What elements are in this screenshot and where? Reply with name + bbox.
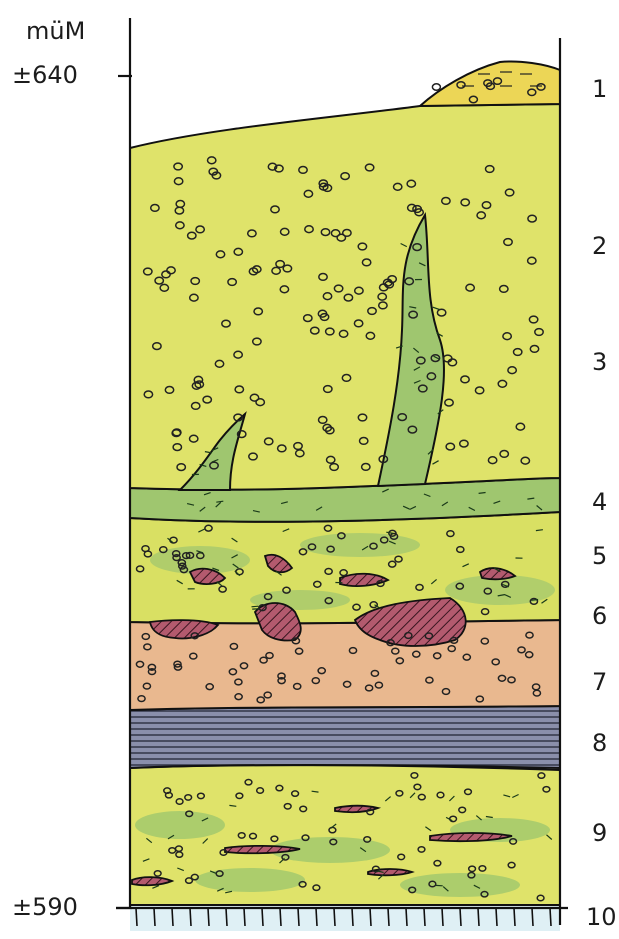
bedrock-tick: [244, 908, 245, 926]
bedrock-tick: [190, 908, 191, 926]
bedrock-tick: [154, 908, 155, 926]
elevation-bottom-label: ±590: [12, 894, 78, 920]
bedrock-tick: [262, 908, 263, 926]
layer-number-7: 7: [592, 669, 607, 695]
layer-number-4: 4: [592, 489, 607, 515]
bedrock-tick: [550, 908, 551, 926]
layer-number-3: 3: [592, 349, 607, 375]
dash-mark: [252, 606, 259, 607]
layer-8: [130, 706, 560, 768]
bedrock-tick: [496, 908, 497, 926]
bedrock-tick: [388, 908, 389, 926]
unit-label: müM: [26, 18, 85, 44]
bedrock-tick: [316, 908, 317, 926]
layer-number-5: 5: [592, 543, 607, 569]
bedrock-tick: [298, 908, 299, 926]
bedrock-tick: [280, 908, 281, 926]
bedrock-tick: [172, 908, 173, 926]
bedrock-tick: [334, 908, 335, 926]
bedrock-tick: [226, 908, 227, 926]
layer-number-10: 10: [586, 904, 617, 930]
bedrock-tick: [406, 908, 407, 926]
bedrock-tick: [532, 908, 533, 926]
layer-number-8: 8: [592, 730, 607, 756]
bedrock-tick: [208, 908, 209, 926]
bedrock-tick: [478, 908, 479, 926]
bedrock-tick: [514, 908, 515, 926]
bedrock-tick: [352, 908, 353, 926]
gravel-dot: [432, 84, 440, 90]
layer-number-9: 9: [592, 820, 607, 846]
elevation-top-label: ±640: [12, 62, 78, 88]
layer-number-2: 2: [592, 233, 607, 259]
layer-number-1: 1: [592, 76, 607, 102]
bedrock-tick: [424, 908, 425, 926]
bedrock-tick: [460, 908, 461, 926]
layer-number-6: 6: [592, 603, 607, 629]
dash-mark: [531, 600, 538, 601]
bedrock-tick: [442, 908, 443, 926]
bedrock-tick: [136, 908, 137, 926]
bedrock-tick: [370, 908, 371, 926]
